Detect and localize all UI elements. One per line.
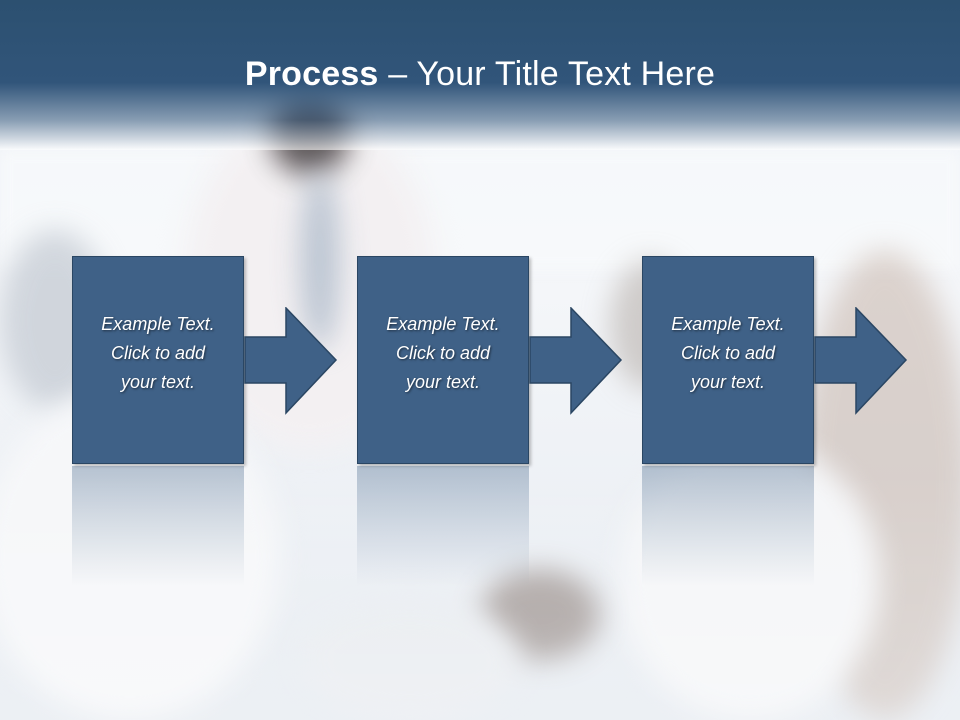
process-step-3[interactable]: Example Text. Click to add your text.	[642, 256, 817, 466]
step-1-text[interactable]: Example Text. Click to add your text.	[72, 310, 244, 397]
arrow-right-icon	[814, 307, 909, 415]
step-1-box[interactable]	[72, 256, 244, 464]
step-3-line-2: Click to add	[680, 343, 776, 363]
title-rest: – Your Title Text Here	[378, 55, 716, 93]
step-1-reflection	[72, 466, 244, 586]
slide-title[interactable]: Process – Your Title Text Here	[0, 52, 960, 96]
title-bold: Process	[244, 55, 379, 93]
step-3-reflection	[642, 466, 814, 586]
title-banner	[0, 0, 960, 150]
bottom-fade	[0, 470, 960, 720]
step-1-line-2: Click to add	[110, 343, 206, 363]
step-2-reflection	[357, 466, 529, 586]
step-2-line-1: Example Text.	[386, 314, 500, 334]
step-1-line-3: your text.	[120, 372, 196, 392]
arrow-right-icon	[529, 307, 624, 415]
step-3-box[interactable]	[642, 256, 814, 464]
process-step-1[interactable]: Example Text. Click to add your text.	[72, 256, 247, 466]
step-2-line-2: Click to add	[395, 343, 491, 363]
step-3-text[interactable]: Example Text. Click to add your text.	[642, 310, 814, 397]
step-3-line-1: Example Text.	[671, 314, 785, 334]
arrow-right-icon	[244, 307, 339, 415]
step-2-text[interactable]: Example Text. Click to add your text.	[357, 310, 529, 397]
step-1-line-1: Example Text.	[101, 314, 215, 334]
step-2-box[interactable]	[357, 256, 529, 464]
step-3-line-3: your text.	[690, 372, 766, 392]
step-2-line-3: your text.	[405, 372, 481, 392]
process-step-2[interactable]: Example Text. Click to add your text.	[357, 256, 532, 466]
